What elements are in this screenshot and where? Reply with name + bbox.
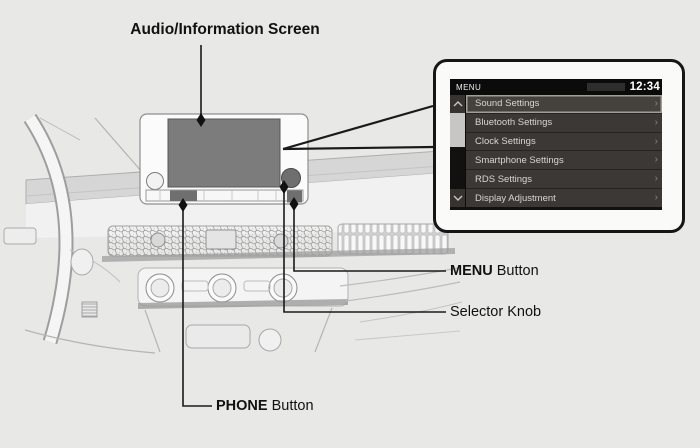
climate-panel (137, 267, 349, 309)
lower-console (24, 267, 463, 354)
label-phone-button: PHONE Button (216, 398, 314, 414)
menu-list: Sound Settings › Bluetooth Settings › Cl… (450, 95, 662, 207)
menu-screen: MENU 12:34 (450, 79, 662, 210)
scroll-down-button[interactable] (450, 189, 465, 207)
scrollbar[interactable] (450, 95, 465, 207)
wiper-stalk (3, 227, 37, 245)
chevron-up-icon (453, 101, 462, 107)
arrow-audio-screen (196, 113, 206, 127)
scroll-up-button[interactable] (450, 95, 465, 113)
small-display (205, 229, 237, 250)
menu-item-bluetooth-settings[interactable]: Bluetooth Settings › (466, 112, 662, 132)
audio-unit (139, 113, 309, 205)
menu-item-display-adjustment[interactable]: Display Adjustment › (466, 188, 662, 207)
leader-selector-knob (283, 188, 446, 313)
audio-information-screen[interactable] (167, 118, 281, 188)
phone-button[interactable] (170, 190, 197, 202)
arrow-selector-knob (279, 180, 289, 194)
volume-knob[interactable] (146, 172, 164, 190)
submenu-chevron-icon: › (654, 116, 658, 128)
center-vents (102, 223, 455, 262)
side-vent (70, 248, 94, 276)
submenu-chevron-icon: › (654, 135, 658, 147)
screen-header: MENU 12:34 (450, 79, 662, 95)
leader-phone-button (182, 206, 212, 407)
leader-lines (182, 45, 446, 407)
screen-callout: MENU 12:34 (433, 59, 685, 233)
arrow-menu-button (289, 197, 299, 211)
callout-wedge-top (282, 104, 434, 151)
selector-knob[interactable] (281, 168, 301, 188)
clock-display: 12:34 (629, 81, 660, 93)
button-strip (145, 189, 304, 202)
submenu-chevron-icon: › (654, 97, 658, 109)
submenu-chevron-icon: › (654, 173, 658, 185)
vent-adjuster[interactable] (150, 232, 166, 248)
screen-title: MENU (456, 82, 482, 92)
menu-button[interactable] (287, 190, 302, 203)
scrollbar-thumb[interactable] (450, 113, 465, 147)
status-box (586, 83, 625, 91)
menu-item-sound-settings[interactable]: Sound Settings › (466, 95, 662, 113)
menu-item-clock-settings[interactable]: Clock Settings › (466, 131, 662, 151)
submenu-chevron-icon: › (654, 192, 658, 204)
submenu-chevron-icon: › (654, 154, 658, 166)
arrow-phone-button (178, 198, 188, 212)
menu-item-smartphone-settings[interactable]: Smartphone Settings › (466, 150, 662, 170)
arrowheads (178, 113, 299, 212)
label-audio-information-screen: Audio/Information Screen (130, 21, 320, 38)
scrollbar-track (450, 147, 465, 189)
vent-adjuster[interactable] (273, 233, 289, 249)
callout-wedge-bottom (282, 145, 434, 151)
leader-menu-button (293, 205, 446, 272)
menu-item-rds-settings[interactable]: RDS Settings › (466, 169, 662, 189)
chevron-down-icon (453, 195, 462, 201)
label-selector-knob: Selector Knob (450, 304, 542, 320)
label-menu-button: MENU Button (450, 263, 539, 279)
